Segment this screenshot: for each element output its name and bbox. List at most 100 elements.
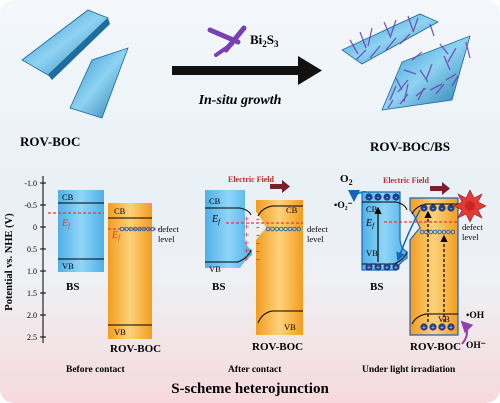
electron <box>383 193 391 201</box>
defect-dot <box>137 226 142 232</box>
boc-holes: ++++ <box>420 323 455 332</box>
o2-label: O2 <box>340 173 353 187</box>
boc-band-bent <box>256 200 303 335</box>
boc-electrons: ---- <box>420 204 455 213</box>
electron <box>420 204 428 212</box>
defect-dot <box>450 229 456 235</box>
y-tick-label: 2.5 <box>27 333 37 342</box>
carrier-sign: - <box>432 205 435 213</box>
carrier-sign: - <box>377 194 380 202</box>
negative-charge: - <box>256 245 260 257</box>
defect-level-dots <box>119 226 156 232</box>
negative-charge: - <box>256 213 260 225</box>
defect-dot <box>432 229 438 235</box>
positive-charge: + <box>244 222 249 232</box>
defect-label-line2: level <box>462 232 479 242</box>
hole <box>447 323 455 331</box>
y-tick-label: -0.5 <box>24 201 37 210</box>
boc-label: ROV-BOC <box>110 343 161 355</box>
defect-dot <box>119 226 125 232</box>
boc-label: ROV-BOC <box>410 341 461 353</box>
carrier-sign: + <box>449 324 453 332</box>
carrier-sign: - <box>386 194 389 202</box>
boc-cb-edge <box>257 205 303 217</box>
hole <box>392 263 400 271</box>
defect-label-line1: defect <box>158 224 179 234</box>
fermi-label: Ef <box>211 214 221 226</box>
defect-dot <box>437 229 442 235</box>
rov-boc-bs-composite-illustration <box>341 13 471 111</box>
y-tick-label: 0.5 <box>27 245 37 254</box>
panel-after-contact: Electric Field CB VB BS CB VB Ef +-+-+-+… <box>205 175 328 375</box>
bs-label: BS <box>370 281 383 293</box>
y-tick-label: 1.0 <box>27 267 37 276</box>
electron <box>429 204 437 212</box>
positive-charge: + <box>244 238 249 248</box>
defect-dot <box>441 229 447 235</box>
negative-charge: - <box>256 229 260 241</box>
hydroxyl-radical-label: •OH <box>466 311 485 321</box>
carrier-sign: + <box>431 324 435 332</box>
defect-label-line1: defect <box>307 224 328 234</box>
hole <box>365 263 373 271</box>
electron <box>438 204 446 212</box>
hydroxide-label: OH⁻ <box>466 341 486 351</box>
defect-dot <box>141 226 147 232</box>
oh-oxidation-arrow <box>460 320 474 345</box>
boc-cb-label: CB <box>114 206 126 216</box>
electron <box>392 193 400 201</box>
defect-level-dots <box>265 226 302 232</box>
rov-boc-label: ROV-BOC <box>20 134 80 149</box>
defect-level-dots <box>419 229 456 235</box>
carrier-sign: - <box>395 194 398 202</box>
defect-dot <box>270 226 275 232</box>
electric-field-label: Electric Field <box>228 175 275 184</box>
defect-dot <box>419 229 425 235</box>
bi2s3-illustration <box>207 25 247 57</box>
carrier-sign: - <box>368 194 371 202</box>
hole <box>374 263 382 271</box>
y-axis-label: Potential vs. NHE (V) <box>4 213 15 311</box>
bs-fermi-label: Ef <box>61 218 71 230</box>
carrier-sign: + <box>376 264 380 272</box>
negative-charge: - <box>256 237 260 249</box>
defect-dot <box>146 226 151 232</box>
bs-vb-label: VB <box>366 248 378 258</box>
electric-field-arrow <box>270 180 290 193</box>
positive-charge: + <box>244 214 249 224</box>
electron <box>365 193 373 201</box>
y-axis-ticks: -1.0-0.500.51.01.52.02.5 <box>24 179 46 342</box>
panel-under-light: Electric Field O2 •O₂⁻ CB VB ---- ++++ B… <box>334 173 487 375</box>
bs-electrons: ---- <box>365 193 400 202</box>
carrier-sign: + <box>394 264 398 272</box>
electron <box>374 193 382 201</box>
defect-dot <box>124 226 129 232</box>
footer-title: S-scheme heterojunction <box>171 381 329 397</box>
boc-label: ROV-BOC <box>252 341 303 353</box>
bs-vb-label: VB <box>62 261 74 271</box>
y-tick-label: -1.0 <box>24 179 37 188</box>
s-scheme-recombination-arrow <box>396 209 421 262</box>
defect-dot <box>128 226 134 232</box>
carrier-sign: - <box>441 205 444 213</box>
bs-label: BS <box>66 281 79 293</box>
rov-boc-nanosheet-illustration <box>21 9 129 119</box>
panel-before-contact: CB VB Ef BS CB VB Ef defect level ROV-BO… <box>48 190 179 375</box>
defect-dot <box>278 226 284 232</box>
defect-dot <box>265 226 271 232</box>
caption-light: Under light irradiation <box>362 365 456 375</box>
defect-dot <box>296 226 302 232</box>
light-source-icon <box>453 189 487 223</box>
bs-vb-label: VB <box>209 264 221 274</box>
positive-charge: + <box>244 246 249 256</box>
boc-cb-edge <box>411 203 458 215</box>
bs-cb-label: CB <box>62 192 74 202</box>
bs-cb-edge <box>362 201 408 211</box>
defect-label-line2: level <box>158 234 175 244</box>
bs-cb-label: CB <box>366 204 378 214</box>
in-situ-growth-label: In-situ growth <box>198 93 282 108</box>
carrier-sign: + <box>440 324 444 332</box>
caption-before: Before contact <box>66 365 125 375</box>
boc-vb-edge <box>411 313 458 325</box>
